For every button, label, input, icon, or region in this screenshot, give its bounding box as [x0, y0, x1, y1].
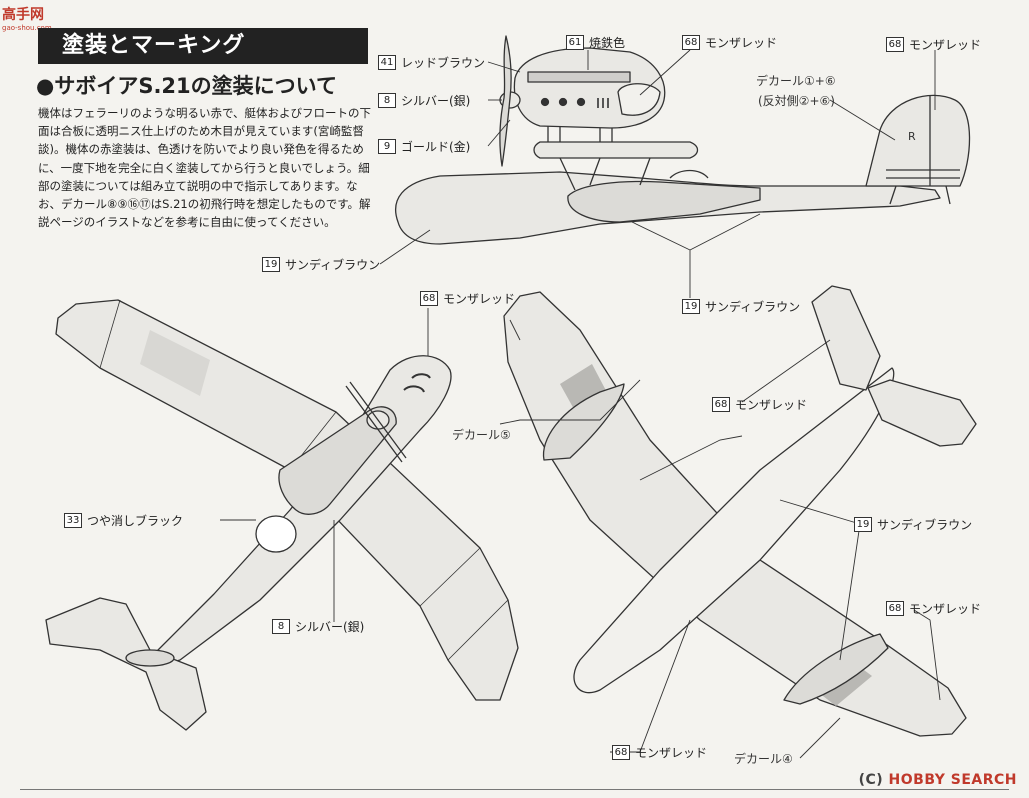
decal-side-label: デカール①+⑥: [756, 74, 836, 88]
top-wing: [55, 299, 519, 701]
callout-8-side: 8 シルバー(銀): [378, 92, 470, 109]
callout-61-label: 焼鉄色: [589, 36, 626, 50]
under-tail-fin: [811, 285, 881, 391]
watermark-brand: HOBBY SEARCH: [888, 772, 1017, 788]
callout-19-hull-num: 19: [262, 257, 280, 272]
callout-8-side-num: 8: [378, 93, 396, 108]
section-subtitle: ●サボイアS.21の塗装について: [36, 74, 338, 98]
callout-9: 9 ゴールド(金): [378, 138, 470, 155]
callout-68-top-nose-label: モンザレッド: [443, 292, 516, 306]
callout-68-tail-label: モンザレッド: [909, 38, 982, 52]
callout-33: 33 つや消しブラック: [64, 512, 183, 529]
under-tailplane: [867, 379, 977, 447]
callout-19-under: 19 サンディブラウン: [854, 516, 972, 533]
paint-description: 機体はフェラーリのような明るい赤で、艇体およびフロートの下面は合板に透明ニス仕上…: [38, 104, 378, 231]
side-view: [395, 35, 971, 245]
callout-68-top-nose: 68 モンザレッド: [420, 290, 515, 307]
side-tail-fin: [865, 94, 971, 187]
callout-68-tail-num: 68: [886, 37, 904, 52]
decal-5-label: デカール⑤: [452, 428, 511, 442]
callout-8-top: 8 シルバー(銀): [272, 618, 364, 635]
callout-68-under-wing: 68 モンザレッド: [712, 396, 807, 413]
decal-4-label: デカール④: [734, 752, 793, 766]
top-cockpit-opening: [255, 515, 297, 553]
paint-description-text: 機体はフェラーリのような明るい赤で、艇体およびフロートの下面は合板に透明ニス仕上…: [38, 106, 372, 230]
callout-9-label: ゴールド(金): [401, 140, 471, 154]
callout-61: 61 焼鉄色: [566, 34, 625, 51]
callout-68-under-tip-label: モンザレッド: [909, 602, 982, 616]
side-upper-wing: [533, 141, 699, 159]
callout-8-top-label: シルバー(銀): [295, 620, 365, 634]
callout-68-under-wing-label: モンザレッド: [735, 398, 808, 412]
callout-8-side-label: シルバー(銀): [401, 94, 471, 108]
callout-19-float: 19 サンディブラウン: [682, 298, 800, 315]
callout-19-hull-label: サンディブラウン: [285, 258, 381, 272]
under-float-left: [542, 383, 625, 461]
site-logo-url: gao-shou.com: [2, 24, 52, 32]
callout-41: 41 レッドブラウン: [378, 54, 485, 71]
top-engine-gondola: [278, 406, 397, 515]
top-propeller: [345, 381, 407, 463]
section-title: 塗装とマーキング: [38, 28, 368, 64]
site-logo: 高手网 gao-shou.com: [2, 4, 52, 32]
decal-side-opposite: (反対側②+⑥): [758, 94, 835, 108]
callout-33-label: つや消しブラック: [87, 514, 184, 528]
callout-68-under-hull-num: 68: [612, 745, 630, 760]
callout-19-under-num: 19: [854, 517, 872, 532]
callout-8-top-num: 8: [272, 619, 290, 634]
callout-19-float-num: 19: [682, 299, 700, 314]
callout-68-under-hull: 68 モンザレッド: [612, 744, 707, 761]
under-float-right: [783, 633, 889, 705]
hobby-search-watermark: (C) HOBBY SEARCH: [859, 772, 1017, 788]
side-radiator: [617, 83, 661, 116]
callout-61-num: 61: [566, 35, 584, 50]
site-logo-text: 高手网: [2, 7, 44, 23]
callout-68-nose-label: モンザレッド: [705, 36, 778, 50]
callout-68-under-wing-num: 68: [712, 397, 730, 412]
callout-68-under-tip-num: 68: [886, 601, 904, 616]
callout-41-label: レッドブラウン: [401, 56, 486, 70]
callout-68-nose: 68 モンザレッド: [682, 34, 777, 51]
callout-68-under-tip: 68 モンザレッド: [886, 600, 981, 617]
side-exhaust: [527, 71, 631, 83]
tail-mark: R: [908, 130, 916, 143]
watermark-prefix: (C): [858, 772, 884, 788]
callout-19-under-label: サンディブラウン: [877, 518, 973, 532]
callout-19-float-label: サンディブラウン: [705, 300, 801, 314]
callout-19-hull: 19 サンディブラウン: [262, 256, 380, 273]
top-tailplane: [45, 597, 207, 731]
callout-9-num: 9: [378, 139, 396, 154]
callout-68-under-hull-label: モンザレッド: [635, 746, 708, 760]
bottom-rule: [20, 789, 1009, 796]
under-wing: [503, 291, 967, 737]
callout-33-num: 33: [64, 513, 82, 528]
callout-41-num: 41: [378, 55, 396, 70]
callout-68-tail: 68 モンザレッド: [886, 36, 981, 53]
side-cockpit: [669, 169, 709, 179]
bottom-view: [503, 285, 977, 737]
callout-68-top-nose-num: 68: [420, 291, 438, 306]
callout-68-nose-num: 68: [682, 35, 700, 50]
top-view: [45, 299, 519, 731]
side-float: [567, 180, 761, 223]
